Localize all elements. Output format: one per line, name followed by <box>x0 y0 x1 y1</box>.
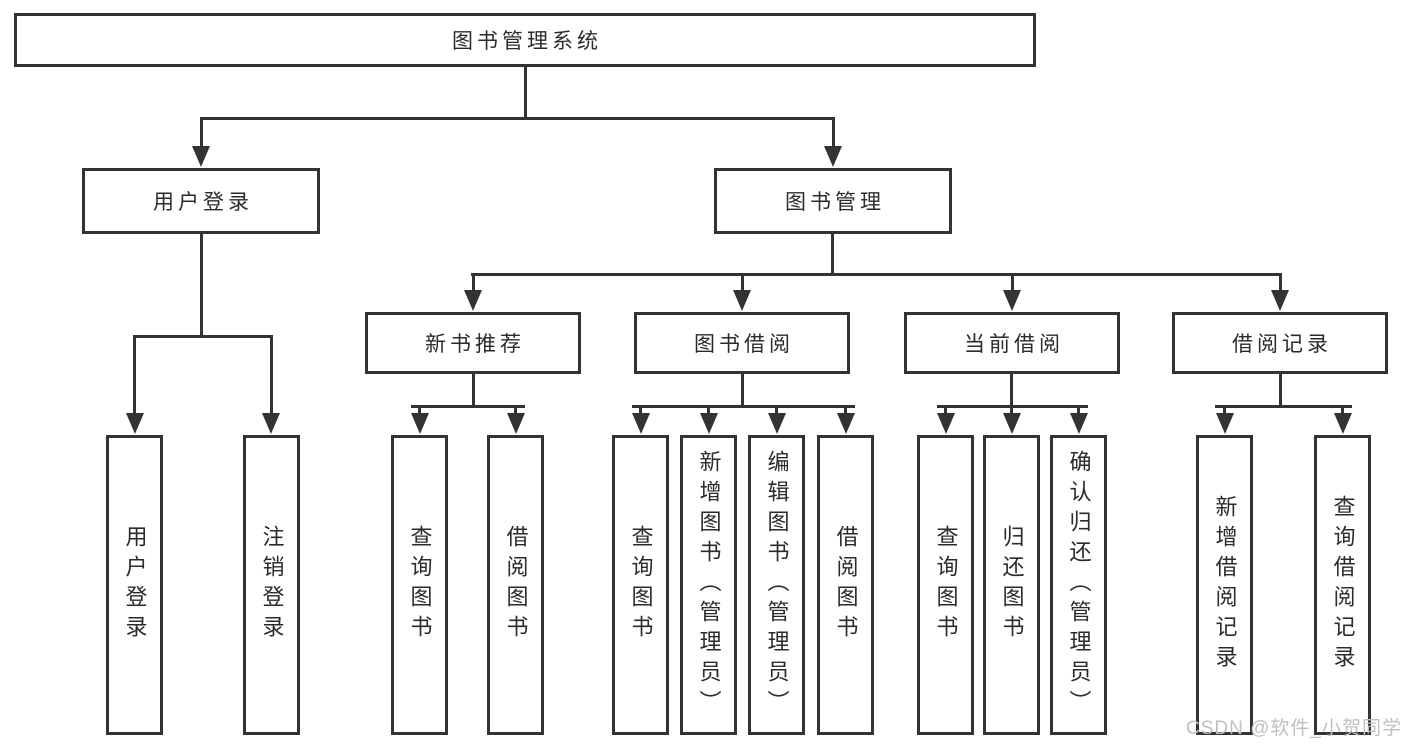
leaf-user-login: 用户登录 <box>106 435 163 735</box>
connector-records-leaf2-stem <box>1341 405 1344 418</box>
leaf-borrow-query-book: 查询图书 <box>612 435 669 735</box>
connector-borrow-stem <box>741 273 744 294</box>
arrowhead-to-leaf-logout <box>262 413 280 434</box>
arrowhead-records-leaf1 <box>1216 413 1234 434</box>
connector-current-stem <box>1011 273 1014 294</box>
node-book-management-label: 图书管理 <box>785 191 885 214</box>
leaf-user-login-label: 用户登录 <box>122 525 148 645</box>
node-root-library-system: 图书管理系统 <box>14 13 1036 67</box>
node-book-borrow-label: 图书借阅 <box>694 333 794 356</box>
node-user-login-label: 用户登录 <box>153 191 253 214</box>
arrowhead-borrow-leaf3 <box>768 413 786 434</box>
arrowhead-to-leaf-login <box>126 413 144 434</box>
arrowhead-to-recommend <box>464 290 482 311</box>
leaf-recommend-query-book: 查询图书 <box>391 435 448 735</box>
leaf-records-query-record: 查询借阅记录 <box>1314 435 1371 735</box>
leaf-current-query-book: 查询图书 <box>917 435 974 735</box>
arrowhead-current-leaf2 <box>1003 413 1021 434</box>
node-borrow-records: 借阅记录 <box>1172 312 1388 374</box>
connector-borrow-leaf1-stem <box>639 405 642 418</box>
leaf-recommend-query-book-label: 查询图书 <box>407 525 433 645</box>
connector-borrow-leaf2-stem <box>707 405 710 418</box>
leaf-records-add-record-label: 新增借阅记录 <box>1212 495 1238 675</box>
leaf-current-return-book-label: 归还图书 <box>999 525 1025 645</box>
connector-borrow-horizontal <box>632 405 855 408</box>
arrowhead-current-leaf3 <box>1070 413 1088 434</box>
leaf-recommend-borrow-book-label: 借阅图书 <box>503 525 529 645</box>
connector-leaf-login-stem <box>133 335 136 416</box>
connector-current-down <box>1010 374 1013 407</box>
connector-borrow-leaf3-stem <box>775 405 778 418</box>
leaf-current-confirm-return-admin-label: 确认归还（管理员） <box>1066 450 1092 720</box>
node-book-borrow: 图书借阅 <box>634 312 850 374</box>
connector-current-leaf2-stem <box>1010 405 1013 418</box>
connector-recommend-leaf2-stem <box>514 405 517 418</box>
leaf-borrow-add-book-admin: 新增图书（管理员） <box>680 435 737 735</box>
arrowhead-recommend-leaf2 <box>507 413 525 434</box>
csdn-watermark: CSDN @软件_小贺同学 <box>1186 718 1402 739</box>
connector-root-stem <box>524 67 527 118</box>
node-borrow-records-label: 借阅记录 <box>1232 333 1332 356</box>
node-book-management: 图书管理 <box>714 168 952 234</box>
leaf-borrow-edit-book-admin-label: 编辑图书（管理员） <box>764 450 790 720</box>
connector-root-horizontal <box>200 117 834 120</box>
leaf-borrow-borrow-book-label: 借阅图书 <box>833 525 859 645</box>
connector-records-down <box>1279 374 1282 407</box>
connector-records-stem <box>1279 273 1282 294</box>
connector-current-leaf3-stem <box>1077 405 1080 418</box>
arrowhead-to-current <box>1003 290 1021 311</box>
node-current-borrow: 当前借阅 <box>904 312 1120 374</box>
arrowhead-borrow-leaf1 <box>632 413 650 434</box>
leaf-borrow-borrow-book: 借阅图书 <box>817 435 874 735</box>
arrowhead-records-leaf2 <box>1334 413 1352 434</box>
leaf-current-query-book-label: 查询图书 <box>933 525 959 645</box>
connector-book-mgmt-stem <box>832 117 835 151</box>
leaf-records-add-record: 新增借阅记录 <box>1196 435 1253 735</box>
connector-user-login-stem <box>200 117 203 151</box>
connector-mgmt-stem <box>831 234 834 276</box>
leaf-borrow-edit-book-admin: 编辑图书（管理员） <box>748 435 805 735</box>
connector-user-branch-stem <box>200 234 203 338</box>
connector-recommend-leaf1-stem <box>418 405 421 418</box>
connector-current-leaf1-stem <box>944 405 947 418</box>
arrowhead-borrow-leaf2 <box>700 413 718 434</box>
leaf-borrow-query-book-label: 查询图书 <box>628 525 654 645</box>
arrowhead-recommend-leaf1 <box>411 413 429 434</box>
arrowhead-borrow-leaf4 <box>837 413 855 434</box>
connector-recommend-down <box>472 374 475 407</box>
node-root-label: 图书管理系统 <box>452 30 602 53</box>
leaf-borrow-add-book-admin-label: 新增图书（管理员） <box>696 450 722 720</box>
leaf-current-confirm-return-admin: 确认归还（管理员） <box>1050 435 1107 735</box>
node-user-login: 用户登录 <box>82 168 320 234</box>
leaf-logout: 注销登录 <box>243 435 300 735</box>
leaf-logout-label: 注销登录 <box>259 525 285 645</box>
leaf-recommend-borrow-book: 借阅图书 <box>487 435 544 735</box>
leaf-current-return-book: 归还图书 <box>983 435 1040 735</box>
connector-recommend-horizontal <box>411 405 525 408</box>
node-new-book-recommend: 新书推荐 <box>365 312 581 374</box>
arrowhead-current-leaf1 <box>937 413 955 434</box>
node-current-borrow-label: 当前借阅 <box>964 333 1064 356</box>
connector-borrow-leaf4-stem <box>844 405 847 418</box>
connector-records-horizontal <box>1215 405 1352 408</box>
arrowhead-to-records <box>1271 290 1289 311</box>
node-new-book-recommend-label: 新书推荐 <box>425 333 525 356</box>
leaf-records-query-record-label: 查询借阅记录 <box>1330 495 1356 675</box>
connector-mgmt-horizontal <box>471 273 1282 276</box>
arrowhead-to-borrow <box>733 290 751 311</box>
connector-records-leaf1-stem <box>1223 405 1226 418</box>
arrowhead-to-user-login <box>192 146 210 167</box>
arrowhead-to-book-mgmt <box>824 146 842 167</box>
connector-borrow-down <box>741 374 744 407</box>
connector-user-branch-horizontal <box>133 335 273 338</box>
connector-recommend-stem <box>472 273 475 294</box>
connector-leaf-logout-stem <box>270 335 273 416</box>
